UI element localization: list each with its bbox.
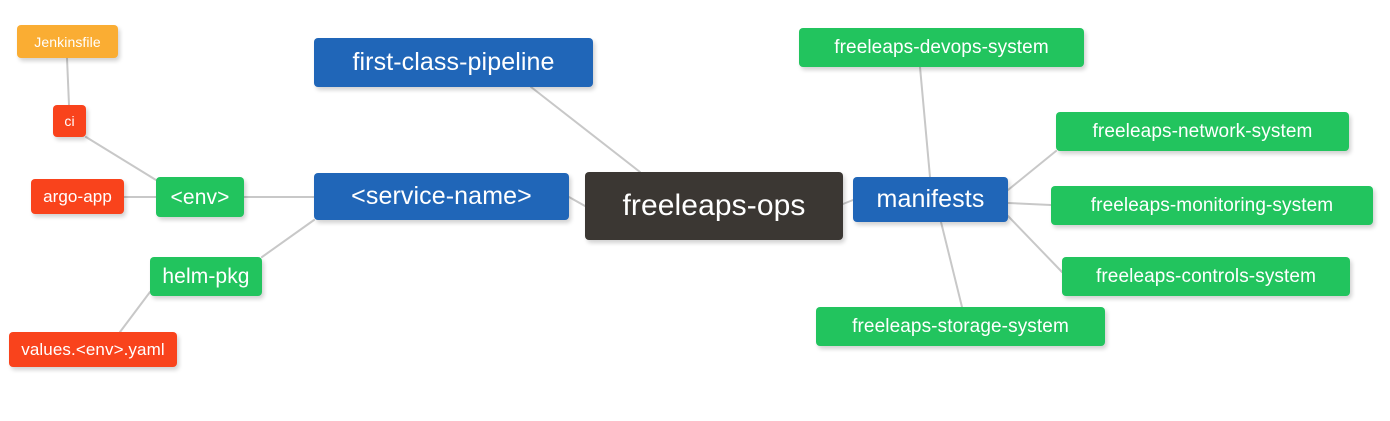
mindmap-node-label-env: <env> bbox=[170, 185, 230, 209]
mindmap-node-freeleaps-network-system[interactable]: freeleaps-network-system bbox=[1056, 112, 1349, 151]
mindmap-node-helm-pkg[interactable]: helm-pkg bbox=[150, 257, 262, 296]
mindmap-node-argo-app[interactable]: argo-app bbox=[31, 179, 124, 214]
edge-freeleaps-ops-to-first-class-pipeline bbox=[530, 86, 641, 173]
mindmap-node-freeleaps-devops-system[interactable]: freeleaps-devops-system bbox=[799, 28, 1084, 67]
mindmap-node-values-env-yaml[interactable]: values.<env>.yaml bbox=[9, 332, 177, 367]
edge-env-to-ci bbox=[85, 136, 157, 181]
mindmap-node-manifests[interactable]: manifests bbox=[853, 177, 1008, 222]
mindmap-node-freeleaps-monitoring-system[interactable]: freeleaps-monitoring-system bbox=[1051, 186, 1373, 225]
edge-manifests-to-freeleaps-storage-system bbox=[940, 221, 963, 308]
edge-freeleaps-ops-to-manifests bbox=[842, 199, 854, 205]
mindmap-node-ci[interactable]: ci bbox=[53, 105, 86, 137]
mindmap-node-label-service-name: <service-name> bbox=[351, 182, 532, 210]
mindmap-node-label-freeleaps-controls-system: freeleaps-controls-system bbox=[1095, 266, 1317, 287]
edge-manifests-to-freeleaps-monitoring-system bbox=[1007, 202, 1052, 206]
mindmap-node-env[interactable]: <env> bbox=[156, 177, 244, 217]
edge-manifests-to-freeleaps-devops-system bbox=[919, 66, 931, 178]
mindmap-node-label-freeleaps-devops-system: freeleaps-devops-system bbox=[834, 37, 1049, 58]
mindmap-node-label-first-class-pipeline: first-class-pipeline bbox=[352, 48, 555, 76]
edge-freeleaps-ops-to-service-name bbox=[568, 196, 586, 207]
mindmap-node-freeleaps-storage-system[interactable]: freeleaps-storage-system bbox=[816, 307, 1105, 346]
edge-ci-to-jenkinsfile bbox=[66, 57, 70, 106]
edge-manifests-to-freeleaps-network-system bbox=[1007, 150, 1057, 191]
mindmap-node-label-manifests: manifests bbox=[876, 185, 985, 213]
edge-service-name-to-helm-pkg bbox=[261, 219, 315, 258]
mindmap-node-label-argo-app: argo-app bbox=[43, 187, 112, 206]
mindmap-node-freeleaps-ops[interactable]: freeleaps-ops bbox=[585, 172, 843, 240]
mindmap-node-jenkinsfile[interactable]: Jenkinsfile bbox=[17, 25, 118, 58]
mindmap-node-first-class-pipeline[interactable]: first-class-pipeline bbox=[314, 38, 593, 87]
edge-helm-pkg-to-values-env-yaml bbox=[119, 291, 151, 333]
mindmap-node-freeleaps-controls-system[interactable]: freeleaps-controls-system bbox=[1062, 257, 1350, 296]
mindmap-node-label-values-env-yaml: values.<env>.yaml bbox=[21, 340, 165, 359]
mindmap-node-label-ci: ci bbox=[64, 113, 75, 129]
mindmap-node-label-freeleaps-monitoring-system: freeleaps-monitoring-system bbox=[1090, 195, 1334, 216]
mindmap-node-label-helm-pkg: helm-pkg bbox=[162, 265, 250, 288]
mindmap-node-label-freeleaps-network-system: freeleaps-network-system bbox=[1092, 121, 1313, 142]
mindmap-node-service-name[interactable]: <service-name> bbox=[314, 173, 569, 220]
mindmap-node-label-jenkinsfile: Jenkinsfile bbox=[34, 33, 101, 50]
mindmap-node-label-freeleaps-ops: freeleaps-ops bbox=[622, 189, 806, 222]
mindmap-node-label-freeleaps-storage-system: freeleaps-storage-system bbox=[852, 316, 1069, 337]
